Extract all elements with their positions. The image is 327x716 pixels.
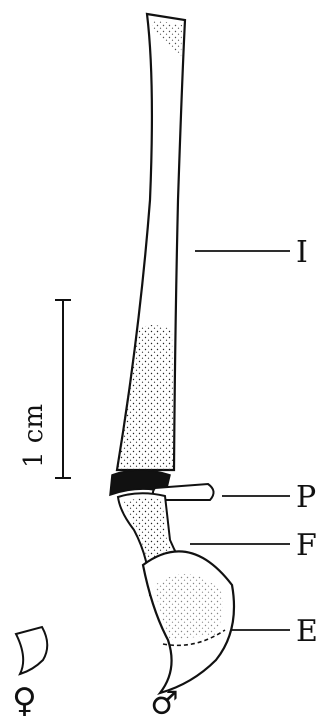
ilium-bone: [117, 14, 185, 470]
scale-label: 1 cm: [19, 404, 49, 468]
label-pubis: P: [296, 480, 316, 515]
scale-bar: [55, 300, 71, 478]
female-epipubis-outline: [16, 627, 47, 674]
label-epipubis: E: [296, 614, 318, 649]
label-ilium: I: [296, 235, 308, 270]
epipubis-bone: [143, 551, 234, 693]
male-symbol-icon: ♂: [150, 684, 179, 716]
label-femur: F: [296, 528, 317, 563]
female-symbol-icon: ♀: [12, 681, 37, 716]
